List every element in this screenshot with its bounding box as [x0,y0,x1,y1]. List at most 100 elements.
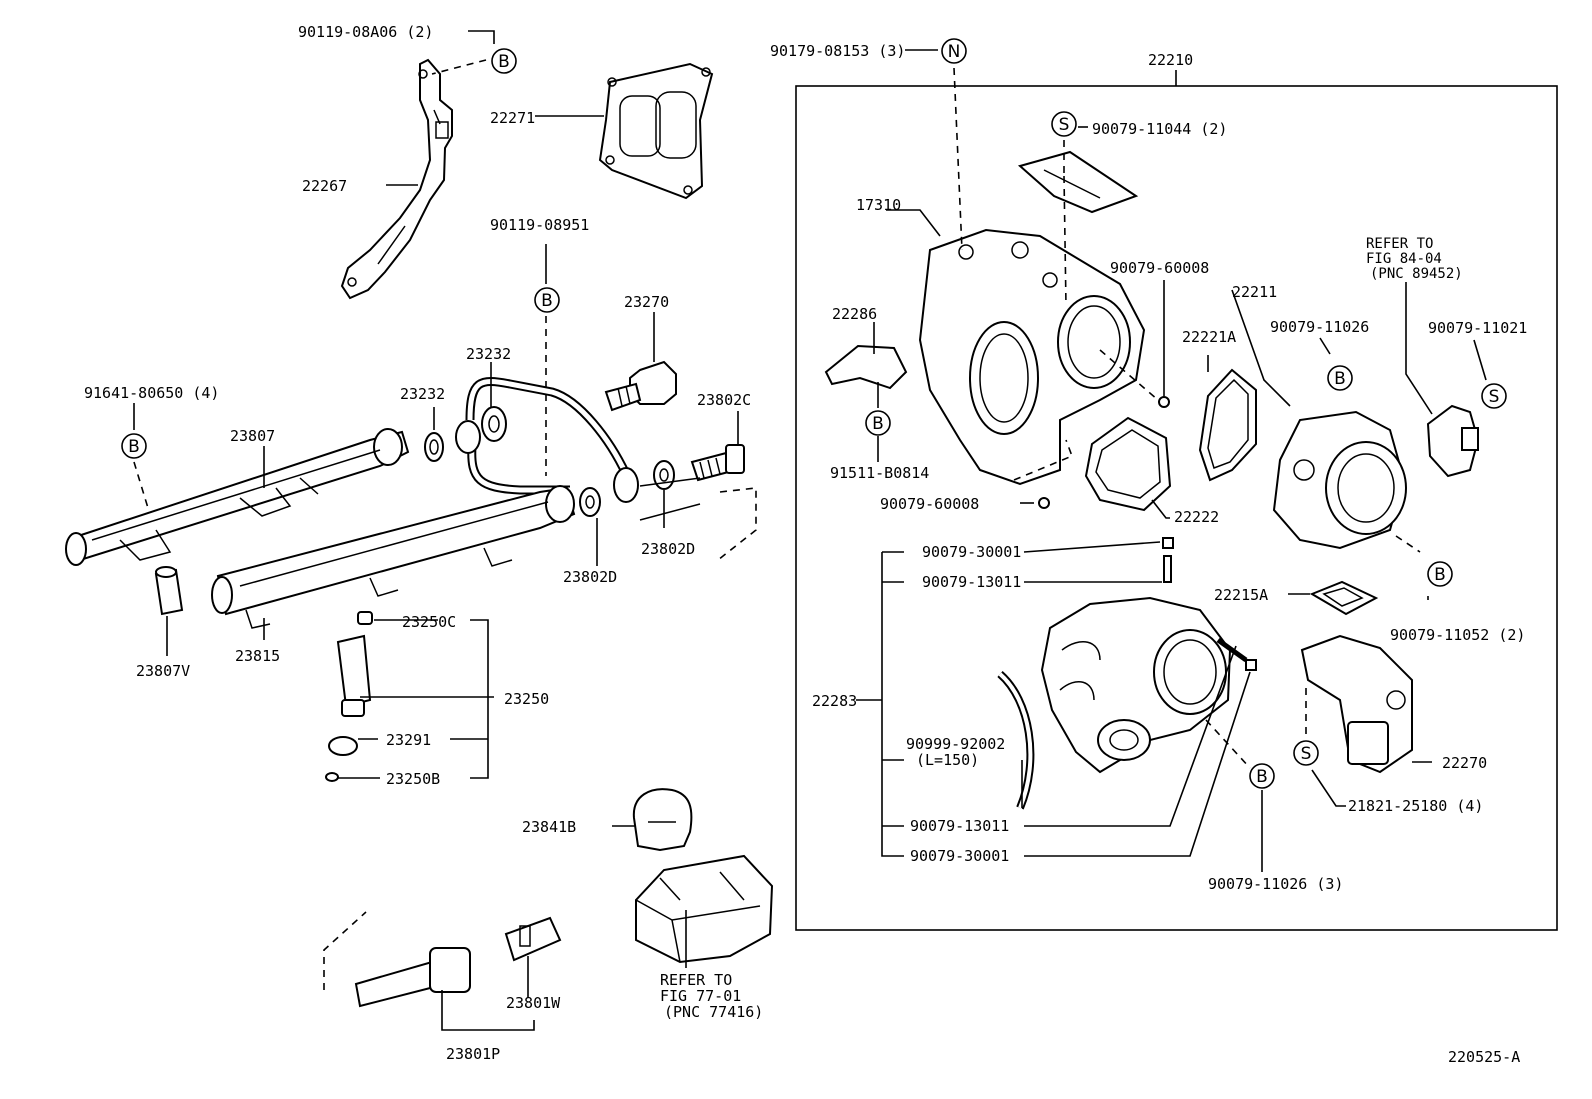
hose-23801P [354,947,471,1008]
label-22267: 22267 [302,177,347,195]
label-90079-11044: 90079-11044 (2) [1092,120,1227,138]
label-23291: 23291 [386,731,431,749]
marker-s-3: S [1293,740,1319,766]
clamp-23841B [632,788,693,852]
label-23250C: 23250C [402,613,456,631]
label-refer-77-l3: (PNC 77416) [664,1003,763,1021]
label-90179-08153: 90179-08153 (3) [770,42,905,60]
label-refer-84-l3: (PNC 89452) [1370,266,1463,282]
label-23801W: 23801W [506,994,561,1012]
idle-air-control-valve-22270 [1300,634,1413,774]
svg-text:B: B [1334,369,1346,389]
label-22283: 22283 [812,692,857,710]
marker-b-7: B [1249,763,1275,789]
label-23270: 23270 [624,293,669,311]
label-23232-b: 23232 [400,385,445,403]
svg-text:S: S [1301,744,1312,764]
label-refer-84-l1: REFER TO [1366,236,1433,252]
label-90079-13011-b: 90079-13011 [910,817,1009,835]
svg-text:N: N [948,42,961,62]
svg-text:S: S [1059,115,1070,135]
spring-90079-13011-a [1163,555,1172,583]
nut-90079-30001-a [1162,537,1174,549]
o-ring-90079-60008-a [1158,396,1170,408]
svg-text:B: B [541,291,553,311]
label-90119-08A06: 90119-08A06 (2) [298,23,433,41]
gasket-23802D-a [653,460,675,490]
label-l150: (L=150) [916,751,979,769]
bracket-22267 [340,58,453,300]
label-23807V: 23807V [136,662,190,680]
label-23841B: 23841B [522,818,576,836]
label-22271: 22271 [490,109,535,127]
marker-s-2: S [1481,383,1507,409]
union-bolt-23802C [690,444,745,482]
gasket-22215A [1309,580,1379,616]
label-90079-11021: 90079-11021 [1428,319,1527,337]
label-23802D-b: 23802D [563,568,617,586]
svg-text:S: S [1489,387,1500,407]
label-22211: 22211 [1232,283,1277,301]
label-90079-11026-b: 90079-11026 (3) [1208,875,1343,893]
connector-refer-84-04 [1426,404,1480,478]
svg-text:B: B [1434,565,1446,585]
label-22221A: 22221A [1182,328,1236,346]
label-refer-77-l1: REFER TO [660,971,732,989]
delivery-pipe-23815 [211,477,701,629]
throttle-housing-17310 [918,228,1146,486]
leader-lines [133,30,1487,1031]
fuel-pipe [455,377,639,503]
throttle-body-22283 [1040,596,1232,774]
label-90079-60008-b: 90079-60008 [880,495,979,513]
svg-text:B: B [1256,767,1268,787]
marker-b-3: B [121,433,147,459]
injector-23250 [325,611,373,782]
svg-text:B: B [498,52,510,72]
marker-b-1: B [491,48,517,74]
marker-b-5: B [1327,365,1353,391]
washer-23232 [424,432,444,462]
label-22210: 22210 [1148,51,1193,69]
spring-90079-13011-b [1216,637,1248,663]
label-22215A: 22215A [1214,586,1268,604]
label-22286: 22286 [832,305,877,323]
label-90079-30001-a: 90079-30001 [922,543,1021,561]
part-labels: 90119-08A06 (2) 22271 22267 90119-08951 … [84,23,1527,1066]
svg-text:B: B [872,414,884,434]
label-90079-11052: 90079-11052 (2) [1390,626,1525,644]
label-90079-60008-a: 90079-60008 [1110,259,1209,277]
throttle-cover [1017,150,1139,214]
label-23815: 23815 [235,647,280,665]
label-21821-25180: 21821-25180 (4) [1348,797,1483,815]
bracket-22286 [824,344,908,390]
label-90119-08951: 90119-08951 [490,216,589,234]
label-refer-77-l2: FIG 77-01 [660,987,741,1005]
label-22222: 22222 [1174,508,1219,526]
gasket-22222 [1084,416,1172,512]
marker-b-2: B [534,287,560,313]
label-22270: 22270 [1442,754,1487,772]
label-23807: 23807 [230,427,275,445]
label-90079-13011-a: 90079-13011 [922,573,1021,591]
label-91511-B0814: 91511-B0814 [830,464,929,482]
marker-b-6: B [1427,561,1453,587]
label-23802C: 23802C [697,391,751,409]
label-23801P: 23801P [446,1045,500,1063]
sensor-23270 [604,312,677,412]
throttle-position-sensor-22211 [1272,410,1407,550]
label-90079-11026-a: 90079-11026 [1270,318,1369,336]
label-23250: 23250 [504,690,549,708]
delivery-pipe-23807 [65,428,410,566]
label-23232-a: 23232 [466,345,511,363]
nut-90079-30001-b [1245,659,1257,671]
gasket-22221A [1198,368,1257,482]
marker-n: N [941,38,967,64]
svg-text:B: B [128,437,140,457]
bracket-refer-77-01 [635,854,774,964]
marker-s-1: S [1051,111,1077,137]
marker-b-4: B [865,410,891,436]
label-90079-30001-b: 90079-30001 [910,847,1009,865]
label-91641-80650: 91641-80650 (4) [84,384,219,402]
label-23250B: 23250B [386,770,440,788]
